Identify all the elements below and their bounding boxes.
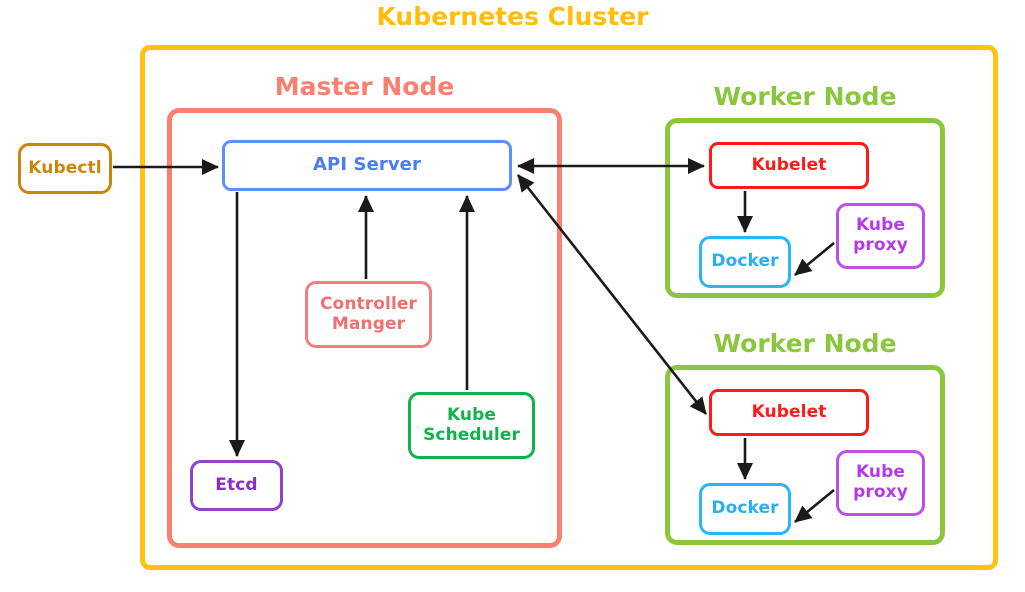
kubelet-label: Kubelet [751, 154, 827, 175]
kube-scheduler-label-line2: Scheduler [423, 424, 520, 445]
controller-manager-box[interactable]: Controller Manger [305, 281, 432, 348]
controller-manager-label-line1: Controller [319, 293, 417, 314]
kubelet-label: Kubelet [751, 401, 827, 422]
kubectl-box[interactable]: Kubectl [18, 143, 112, 194]
master-node-title: Master Node [274, 72, 455, 101]
cluster-title: Kubernetes Cluster [376, 2, 649, 31]
worker-node-1-docker-box[interactable]: Docker [699, 236, 791, 288]
etcd-box[interactable]: Etcd [190, 460, 283, 511]
worker-node-2-title: Worker Node [713, 329, 897, 358]
worker-node-2-kube-proxy-box[interactable]: Kube proxy [836, 450, 925, 516]
kube-proxy-label-line2: proxy [853, 235, 908, 255]
worker-node-2-kubelet-box[interactable]: Kubelet [709, 389, 869, 436]
kube-scheduler-box[interactable]: Kube Scheduler [408, 392, 535, 459]
controller-manager-label-line2: Manger [331, 313, 406, 334]
worker-node-1-kubelet-box[interactable]: Kubelet [709, 142, 869, 189]
worker-node-1-title: Worker Node [713, 82, 897, 111]
kube-proxy-label-line1: Kube [855, 215, 906, 236]
etcd-label: Etcd [215, 474, 258, 495]
worker-node-2-docker-box[interactable]: Docker [699, 483, 791, 535]
api-server-label: API Server [313, 154, 421, 176]
worker-node-1-kube-proxy-box[interactable]: Kube proxy [836, 203, 925, 269]
api-server-box[interactable]: API Server [222, 140, 512, 191]
kube-proxy-label-line2: proxy [853, 482, 908, 502]
worker-node-2-frame [665, 365, 945, 545]
kube-proxy-label-line1: Kube [855, 462, 906, 483]
kubectl-label: Kubectl [28, 157, 102, 178]
kube-scheduler-label-line1: Kube [446, 404, 497, 425]
kubernetes-cluster-frame [140, 45, 998, 570]
docker-label: Docker [711, 498, 779, 519]
docker-label: Docker [711, 251, 779, 272]
